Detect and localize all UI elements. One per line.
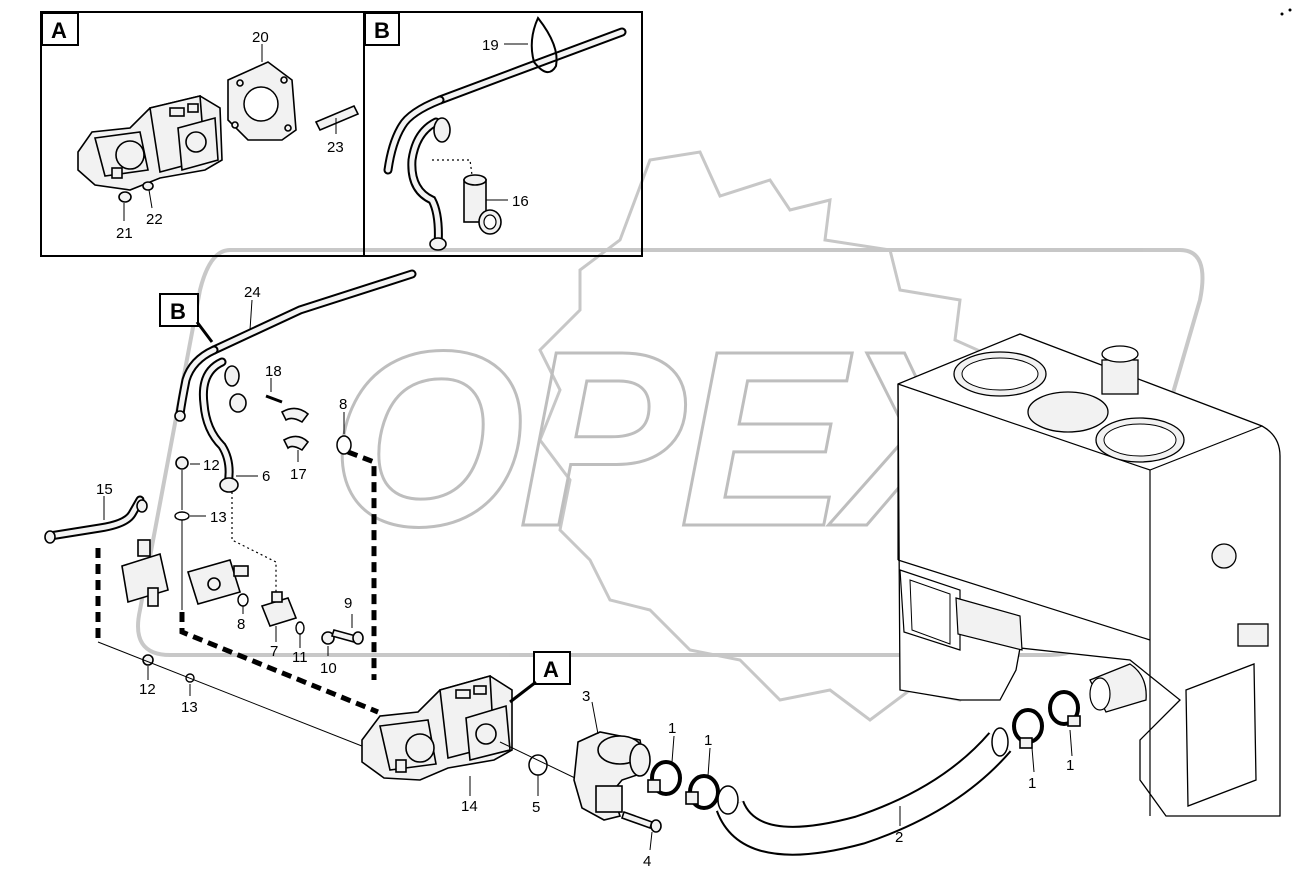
callout-21: 21 <box>116 225 133 242</box>
corner-mark <box>1280 8 1292 16</box>
ref-a-label: A <box>543 657 559 682</box>
detail-box-b: B 19 16 <box>363 11 643 257</box>
callout-15: 15 <box>96 481 113 498</box>
suction-hose-2 <box>715 727 1012 856</box>
o-ring-8-top <box>336 435 352 455</box>
callout-22: 22 <box>146 211 163 228</box>
detail-box-a: A 20 21 22 23 <box>40 11 365 257</box>
ref-b-label: B <box>170 299 186 324</box>
clamp-1-a <box>647 760 682 796</box>
callout-16: 16 <box>512 193 529 210</box>
callout-11: 11 <box>292 649 308 666</box>
callout-23: 23 <box>327 139 344 156</box>
suction-elbow-3 <box>573 731 651 821</box>
callout-24: 24 <box>244 284 261 301</box>
callout-12-top: 12 <box>203 457 220 474</box>
callout-20: 20 <box>252 29 269 46</box>
ref-a-pointer <box>509 680 537 704</box>
callout-1-c: 1 <box>1028 775 1036 792</box>
hose-15 <box>44 495 148 544</box>
detail-box-a-label: A <box>51 18 67 43</box>
pump-detail-a <box>77 95 223 191</box>
tee-block-7 <box>260 591 298 627</box>
callout-3: 3 <box>582 688 590 705</box>
manifold-block <box>186 559 249 605</box>
split-flange-17b <box>282 435 310 452</box>
screw-18 <box>265 394 283 404</box>
clamp-1-c <box>1012 708 1044 749</box>
fitting-12-top <box>175 456 189 470</box>
hose-24 <box>174 269 417 493</box>
callout-8-low: 8 <box>237 616 245 633</box>
clamp-1-b <box>685 774 720 810</box>
hydraulic-tank <box>897 333 1281 817</box>
callout-4: 4 <box>643 853 651 870</box>
hose-assembly-b <box>383 16 627 251</box>
clamp-1-d <box>1048 690 1081 727</box>
elbow-16 <box>463 174 502 235</box>
split-flange-17a <box>280 407 310 424</box>
bolt-4 <box>620 810 654 830</box>
cable-tie-19 <box>530 16 558 73</box>
callout-1-a: 1 <box>668 720 676 737</box>
stud-23 <box>314 104 360 132</box>
callout-9: 9 <box>344 595 352 612</box>
nut-21 <box>118 191 132 203</box>
callout-7: 7 <box>270 643 278 660</box>
callout-13-top: 13 <box>210 509 227 526</box>
relief-valve <box>121 539 169 607</box>
callout-8-top: 8 <box>339 396 347 413</box>
bolt-9 <box>330 629 358 643</box>
callout-2: 2 <box>895 829 903 846</box>
washer-13-top <box>174 511 190 521</box>
callout-6: 6 <box>262 468 270 485</box>
ref-b-pointer <box>195 321 214 343</box>
callout-18: 18 <box>265 363 282 380</box>
callout-10: 10 <box>320 660 337 677</box>
detail-box-b-label: B <box>374 18 390 43</box>
callout-12-low: 12 <box>139 681 156 698</box>
callout-1-b: 1 <box>704 732 712 749</box>
ref-a-box <box>533 651 571 685</box>
plug-10 <box>321 631 335 645</box>
callout-5: 5 <box>532 799 540 816</box>
callout-1-d: 1 <box>1066 757 1074 774</box>
callout-19: 19 <box>482 37 499 54</box>
o-ring-8-low <box>237 593 249 607</box>
callout-14: 14 <box>461 798 478 815</box>
pump-14 <box>361 674 513 781</box>
o-ring-5 <box>528 754 548 776</box>
washer-22 <box>142 181 154 191</box>
callout-17: 17 <box>290 466 307 483</box>
callout-13-low: 13 <box>181 699 198 716</box>
o-ring-11 <box>295 621 305 635</box>
ref-b-box <box>159 293 199 327</box>
